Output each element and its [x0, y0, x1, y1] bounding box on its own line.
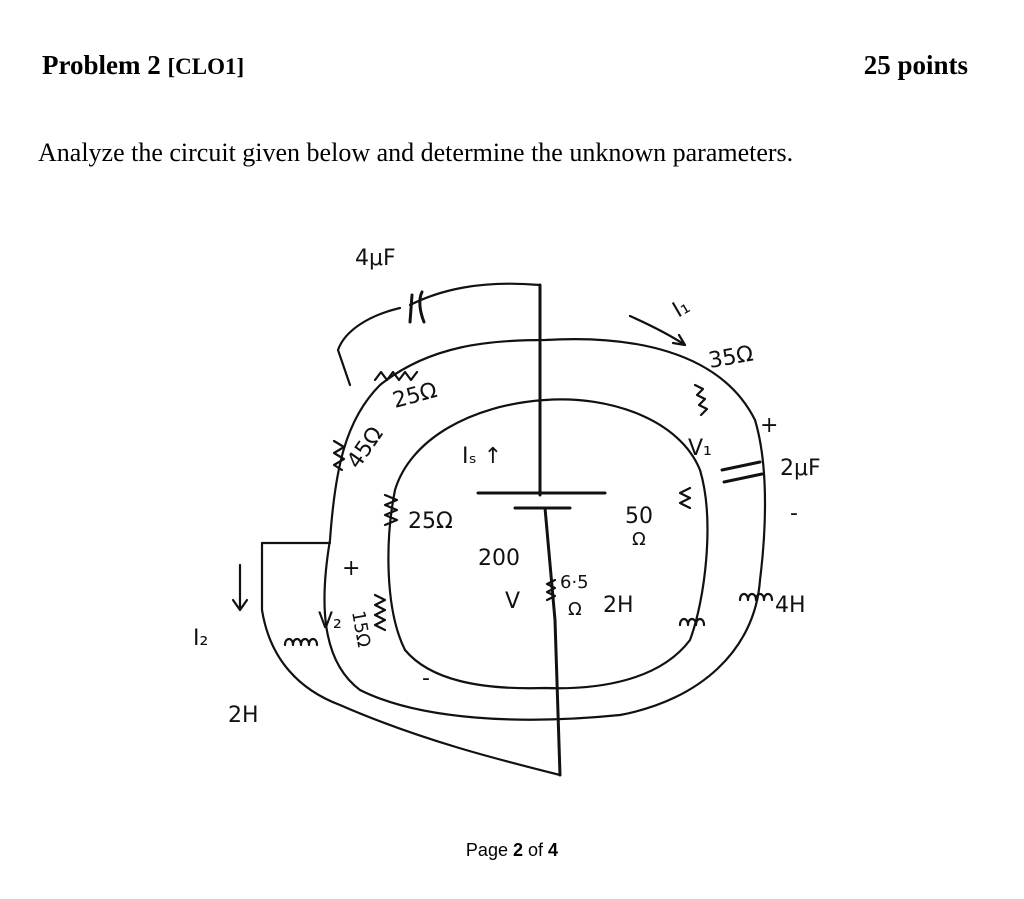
outer-loop-wire [323, 338, 767, 721]
circuit-diagram: 4μF I₁ 35Ω 25Ω 45Ω Iₛ ↑ V₁ + 2μF - 25Ω 5… [193, 246, 821, 777]
r45-zigzag [332, 439, 346, 472]
left-branch-wire [260, 541, 562, 777]
label-voltage-unit: V [505, 589, 520, 614]
footer-page-number: 2 [512, 840, 523, 860]
label-l4h: 4H [775, 593, 806, 618]
l2h-outer-coil [283, 637, 319, 647]
footer-page-total: 4 [548, 840, 559, 860]
center-vertical-wire [538, 283, 562, 777]
r25-inner-zigzag [383, 493, 399, 527]
label-r15: 15Ω [347, 609, 374, 649]
label-r25-inner: 25Ω [408, 509, 453, 534]
l2h-inner-coil [678, 617, 706, 627]
i2-arrow [231, 563, 249, 612]
inner-loop-wire [387, 398, 709, 690]
cap-top-plates [408, 290, 426, 324]
clo-tag: [CLO1] [167, 54, 245, 79]
label-i2: I₂ [193, 626, 208, 651]
label-minus-v1: - [790, 501, 798, 526]
r15-zigzag [373, 593, 387, 632]
top-cap-wire [336, 282, 542, 387]
label-r25-top: 25Ω [390, 378, 440, 414]
label-voltage: 200 [478, 546, 520, 571]
label-r65: 6·5 [560, 572, 589, 593]
page-footer: Page 2 of 4 [0, 840, 1024, 861]
label-v2: V₂ [318, 609, 342, 634]
label-is: Iₛ ↑ [462, 444, 502, 469]
label-r35: 35Ω [707, 342, 755, 374]
label-plus-v2: + [342, 556, 360, 581]
instruction-text: Analyze the circuit given below and dete… [38, 138, 794, 167]
footer-of-word: of [528, 840, 544, 860]
label-r50: 50 [625, 504, 653, 529]
label-minus-v2: - [422, 666, 430, 691]
label-l2h-outer: 2H [228, 703, 259, 728]
l4h-coil [738, 592, 774, 602]
r50-zigzag [678, 486, 692, 510]
label-cap-top: 4μF [355, 246, 396, 271]
r65-zigzag [545, 578, 557, 602]
label-v1: V₁ [688, 436, 712, 461]
r35-zigzag [693, 383, 709, 417]
label-r65-unit: Ω [568, 599, 582, 620]
label-l2h-inner: 2H [603, 593, 634, 618]
label-i1: I₁ [669, 294, 695, 323]
label-plus-v1: + [760, 413, 778, 438]
label-cap-right: 2μF [780, 456, 821, 481]
label-r50-unit: Ω [632, 529, 646, 550]
cap-right-plates [720, 460, 764, 484]
problem-number: Problem 2 [42, 50, 161, 80]
problem-title: Problem 2 [CLO1] [42, 50, 244, 81]
footer-page-word: Page [465, 840, 508, 860]
i1-arrow [628, 314, 687, 347]
r25-top-zigzag [373, 370, 419, 382]
points-label: 25 points [863, 50, 968, 80]
